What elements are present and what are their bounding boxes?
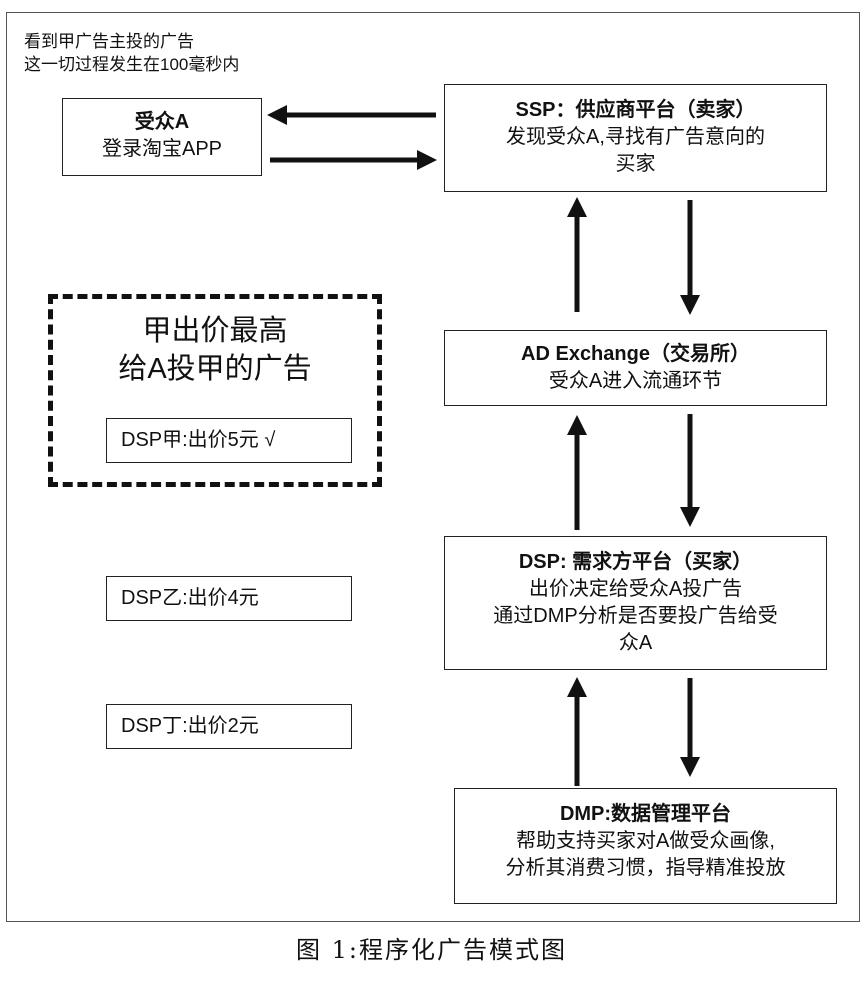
dmp-line-2: 分析其消费习惯，指导精准投放: [505, 857, 786, 879]
audience-title: 受众A: [134, 111, 190, 133]
adx-line-1: 受众A进入流通环节: [548, 370, 723, 392]
bid-dsp-yi: DSP乙:出价4元: [106, 576, 352, 621]
dmp-title: DMP:数据管理平台: [559, 803, 732, 825]
bid-dsp-jia: DSP甲:出价5元 √: [106, 418, 352, 463]
dmp-box: DMP:数据管理平台 帮助支持买家对A做受众画像, 分析其消费习惯，指导精准投放: [454, 788, 837, 904]
audience-line-1: 登录淘宝APP: [101, 138, 223, 160]
dsp-line-1: 出价决定给受众A投广告: [528, 578, 743, 600]
winner-line-1: 甲出价最高: [142, 315, 288, 347]
audience-box: 受众A 登录淘宝APP: [62, 98, 262, 176]
winner-line-2: 给A投甲的广告: [118, 353, 312, 385]
dmp-line-1: 帮助支持买家对A做受众画像,: [516, 830, 775, 852]
note-line-2: 这一切过程发生在100毫秒内: [24, 55, 240, 74]
ssp-box: SSP：供应商平台（卖家） 发现受众A,寻找有广告意向的 买家: [444, 84, 827, 192]
diagram-frame: [6, 12, 860, 922]
bid-dsp-ding: DSP丁:出价2元: [106, 704, 352, 749]
ssp-line-2: 买家: [615, 153, 656, 175]
ssp-line-1: 发现受众A,寻找有广告意向的: [506, 126, 765, 148]
note-line-1: 看到甲广告主投的广告: [24, 32, 194, 51]
dsp-title: DSP: 需求方平台（买家）: [518, 551, 753, 573]
ssp-title: SSP：供应商平台（卖家）: [515, 99, 756, 121]
adx-box: AD Exchange（交易所） 受众A进入流通环节: [444, 330, 827, 406]
dsp-line-2: 通过DMP分析是否要投广告给受: [493, 605, 778, 627]
dsp-box: DSP: 需求方平台（买家） 出价决定给受众A投广告 通过DMP分析是否要投广告…: [444, 536, 827, 670]
figure-caption: 图 1:程序化广告模式图: [296, 936, 567, 964]
dsp-line-3: 众A: [618, 632, 653, 654]
winner-dashed-box: [48, 294, 382, 487]
adx-title: AD Exchange（交易所）: [521, 343, 750, 365]
